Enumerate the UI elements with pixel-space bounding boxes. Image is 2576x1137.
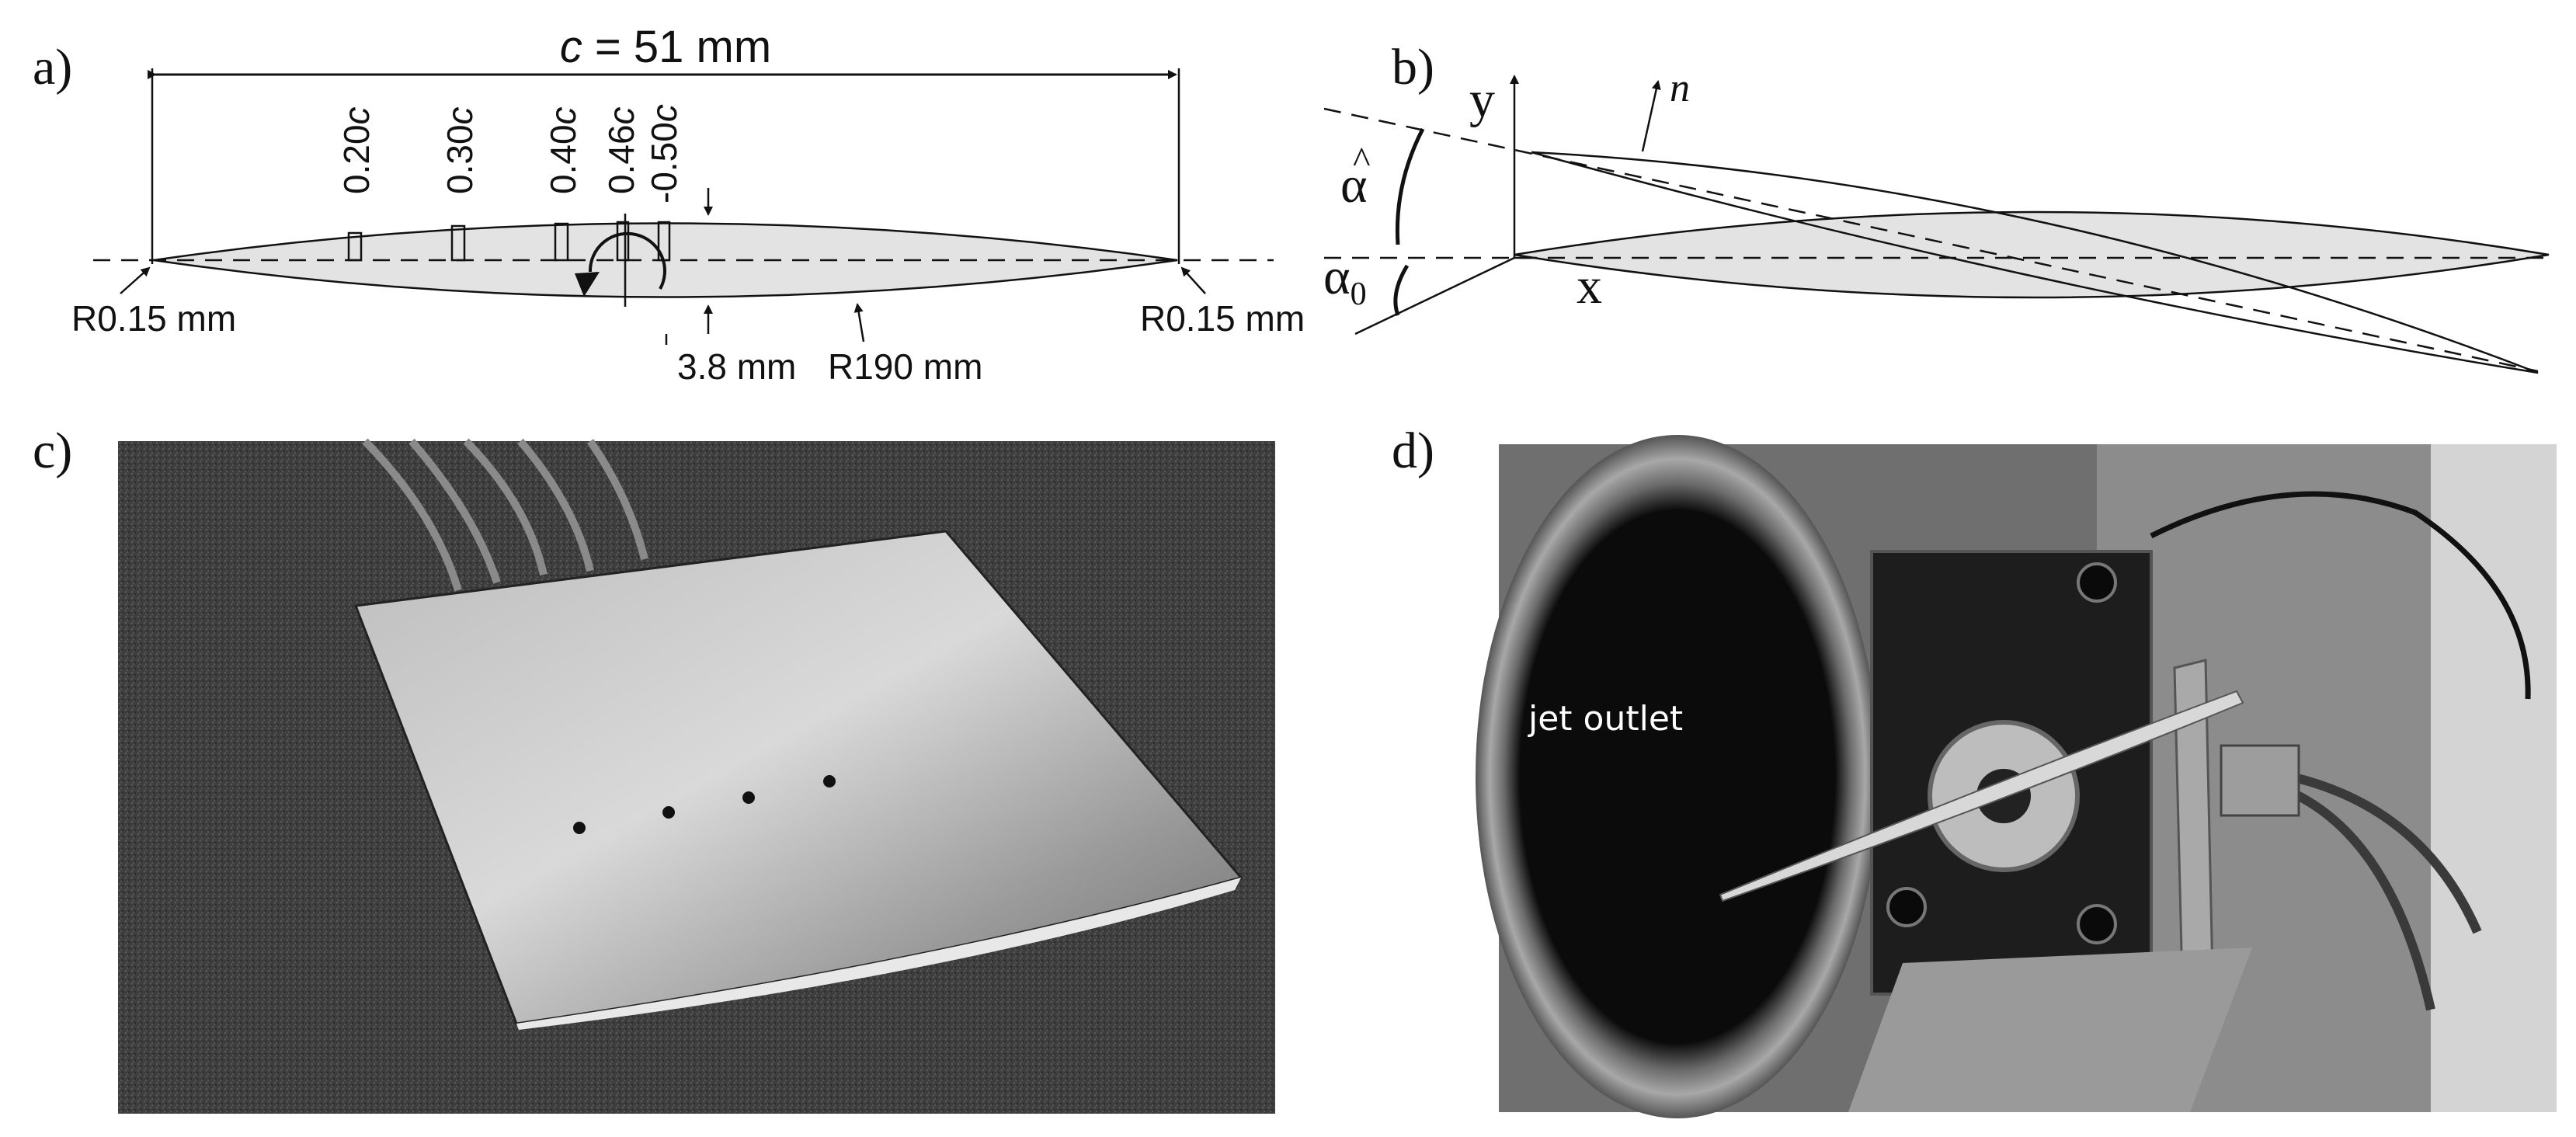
panel-d: d) jet outlet <box>1392 422 2557 1118</box>
sensor-cable <box>2150 491 2531 700</box>
panel-a: a) c = 51 mm 0.20c 0.30c 0.40c 0.46c -0.… <box>33 22 1305 387</box>
radius-right-leader <box>1180 266 1206 294</box>
alpha-zero-label: α0 <box>1323 249 1367 312</box>
tube-connector <box>2220 744 2300 817</box>
arc-radius-leader <box>853 303 865 342</box>
alpha-hat-arc <box>1395 127 1425 245</box>
chord-label: c = 51 mm <box>560 22 771 72</box>
station-label-030: 0.30c <box>440 106 480 194</box>
pressure-tap-046 <box>616 221 630 262</box>
alpha-zero-reference-line <box>1354 256 1515 336</box>
photo-tap-hole-4 <box>823 775 836 788</box>
photo-tap-hole-2 <box>662 806 675 819</box>
pressure-tap-040 <box>554 222 569 262</box>
panel-a-label: a) <box>33 39 72 96</box>
normal-vector <box>1641 80 1661 152</box>
station-label-040: 0.40c <box>543 106 583 194</box>
station-label-050: -0.50c <box>644 104 684 203</box>
radius-right-label: R0.15 mm <box>1140 298 1305 339</box>
panel-d-label: d) <box>1392 422 1434 479</box>
panel-b-label: b) <box>1392 39 1434 96</box>
wing-model-edge <box>516 878 1241 1030</box>
panel-c: c) <box>33 422 1275 1114</box>
photo-tap-hole-3 <box>742 791 755 804</box>
reference-airfoil <box>1514 210 2550 299</box>
pitch-rotation-arc <box>588 231 666 290</box>
panel-c-label: c) <box>33 422 72 479</box>
block-bolt-left <box>1886 887 1927 927</box>
pitched-airfoil <box>1531 151 2539 374</box>
pressure-tap-020 <box>347 231 363 262</box>
pitch-rotation-arrowhead <box>575 272 600 297</box>
block-bolt-right <box>2077 904 2117 944</box>
pitched-chord-line <box>1323 107 2539 373</box>
station-label-020: 0.20c <box>336 106 377 194</box>
alpha-zero-arc <box>1393 264 1410 316</box>
support-rail <box>1848 948 2252 1112</box>
jet-outlet-tube <box>1476 435 1879 1118</box>
photo-tap-hole-1 <box>573 822 586 834</box>
jet-outlet-label: jet outlet <box>1528 699 1683 739</box>
alpha-hat-caret: ^ <box>1353 140 1371 181</box>
pressure-tap-030 <box>450 224 466 262</box>
panel-b: b) y x n α ^ α0 <box>1323 39 2550 374</box>
wing-model-edge-on <box>1719 690 2244 902</box>
arc-radius-label: R190 mm <box>828 346 982 387</box>
radius-left-leader <box>120 266 151 294</box>
photo-d-wall <box>2431 444 2557 1112</box>
y-axis-label: y <box>1469 71 1495 128</box>
alpha-hat-label: α <box>1340 157 1368 214</box>
normal-vector-label: n <box>1670 66 1690 110</box>
thickness-label: 3.8 mm <box>677 346 796 387</box>
block-bolt-top <box>2077 562 2117 603</box>
station-label-046: 0.46c <box>601 106 641 194</box>
radius-left-label: R0.15 mm <box>71 298 236 339</box>
pressure-tubes-d <box>2289 772 2482 1011</box>
pressure-tubes <box>362 438 648 592</box>
